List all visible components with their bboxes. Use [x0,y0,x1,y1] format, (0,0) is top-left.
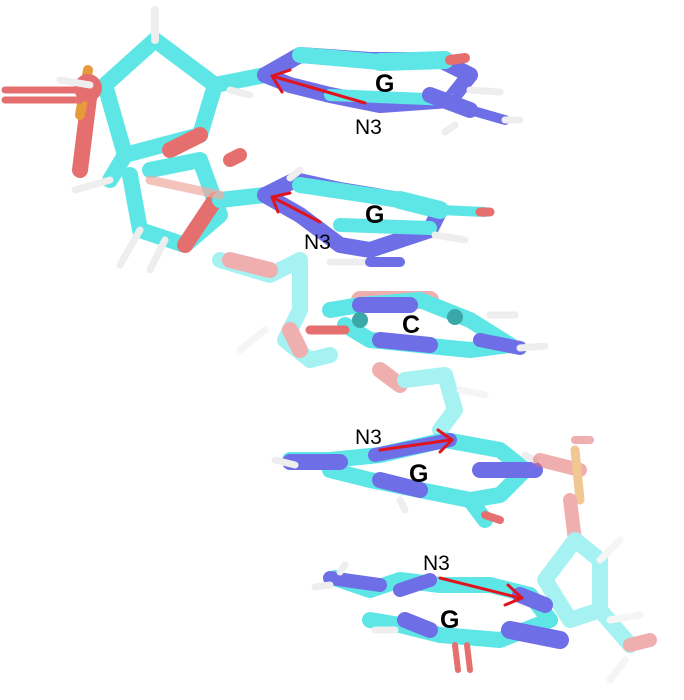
sugar-second [116,148,273,274]
base-3-label: C [402,311,421,339]
base-1-label: G [375,70,395,98]
base-3-ring [305,292,549,358]
base-2-n3-label: N3 [304,231,331,254]
base-1-ring [257,47,524,136]
base-5-label: G [440,606,460,634]
base-4-ring [271,432,543,528]
base-1-n3-label: N3 [355,116,382,139]
sugar-phosphate-top [1,6,273,194]
backbone-lower [533,436,657,684]
base-2-ring [257,166,495,267]
base-5-n3-label: N3 [423,552,450,575]
n3-arrows [270,68,524,607]
base-2-label: G [365,201,385,229]
base-4-n3-label: N3 [355,426,382,449]
base-5-ring [311,561,569,673]
base-4-label: G [409,460,429,488]
